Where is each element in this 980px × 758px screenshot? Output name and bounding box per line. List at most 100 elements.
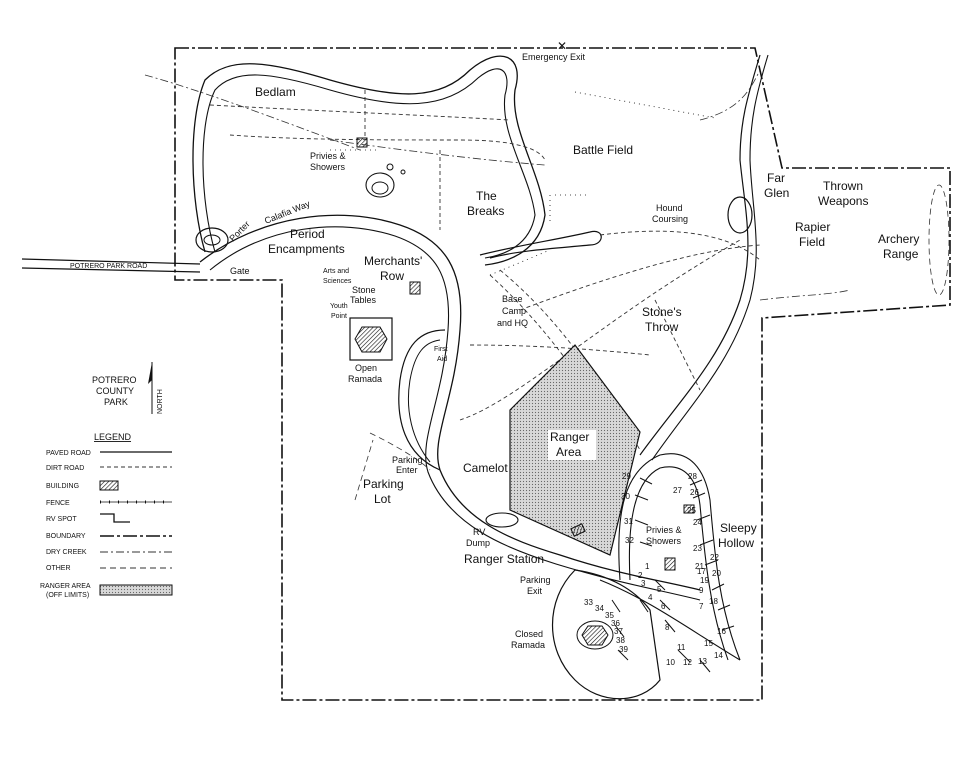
rv-spot-37: 37 bbox=[614, 627, 623, 636]
open-ramada bbox=[349, 317, 393, 361]
area-parking-2: Lot bbox=[374, 492, 391, 506]
rv-spot-4: 4 bbox=[648, 593, 653, 602]
label-youth-1: Youth bbox=[330, 303, 348, 310]
legend-building: BUILDING bbox=[46, 483, 79, 490]
rv-spot-31: 31 bbox=[624, 517, 633, 526]
legend-title: LEGEND bbox=[94, 432, 132, 442]
sleepy-building bbox=[683, 504, 695, 514]
area-sleepy-2: Hollow bbox=[718, 536, 754, 550]
area-sleepy-1: Sleepy bbox=[720, 521, 757, 535]
legend-other: OTHER bbox=[46, 565, 71, 572]
rv-spot-12: 12 bbox=[683, 658, 692, 667]
rv-spot-8: 8 bbox=[665, 623, 670, 632]
rv-spot-20: 20 bbox=[712, 569, 721, 578]
rv-spot-7: 7 bbox=[699, 602, 704, 611]
area-ranger-2: Area bbox=[556, 445, 582, 459]
rv-spot-13: 13 bbox=[698, 657, 707, 666]
area-period-1: Period bbox=[290, 227, 325, 241]
rv-spot-36: 36 bbox=[611, 619, 620, 628]
area-bedlam: Bedlam bbox=[255, 85, 296, 99]
area-ranger-1: Ranger bbox=[550, 430, 589, 444]
area-parking-1: Parking bbox=[363, 477, 404, 491]
label-privies-1: Privies & bbox=[310, 151, 346, 161]
rv-spot-35: 35 bbox=[605, 611, 614, 620]
label-rv-dump-1: RV bbox=[473, 527, 485, 537]
area-breaks-2: Breaks bbox=[467, 204, 504, 218]
label-youth-2: Point bbox=[331, 313, 347, 320]
rv-spot-39: 39 bbox=[619, 645, 628, 654]
north-access-road bbox=[639, 54, 761, 456]
fences bbox=[330, 91, 716, 276]
rv-spot-26: 26 bbox=[690, 488, 699, 497]
calafia-way bbox=[199, 214, 701, 591]
area-archery-2: Range bbox=[883, 247, 919, 261]
label-parking-enter-1: Parking bbox=[392, 455, 423, 465]
rv-spot-2: 2 bbox=[638, 571, 643, 580]
area-breaks-1: The bbox=[476, 189, 497, 203]
rv-spot-17: 17 bbox=[697, 567, 706, 576]
area-far-glen-2: Glen bbox=[764, 186, 789, 200]
rv-spot-24: 24 bbox=[693, 518, 702, 527]
area-rapier-1: Rapier bbox=[795, 220, 830, 234]
rv-spot-28: 28 bbox=[688, 472, 697, 481]
area-stones-2: Throw bbox=[645, 320, 679, 334]
dirt-roads bbox=[209, 90, 761, 456]
rv-spot-marks bbox=[611, 477, 735, 673]
label-closed-ramada-2: Ramada bbox=[511, 640, 545, 650]
rv-spot-14: 14 bbox=[714, 651, 723, 660]
north-arrow-icon bbox=[148, 362, 153, 414]
label-first-aid-2: Aid bbox=[437, 356, 447, 363]
potrero-park-road bbox=[21, 258, 201, 273]
legend-fence: FENCE bbox=[46, 500, 70, 507]
label-open-ramada-1: Open bbox=[355, 363, 377, 373]
closed-ramada bbox=[581, 625, 609, 646]
area-far-glen-1: Far bbox=[767, 171, 785, 185]
north-label: NORTH bbox=[157, 389, 164, 414]
label-parking-exit-2: Exit bbox=[527, 586, 543, 596]
rv-spot-6: 6 bbox=[661, 602, 666, 611]
label-privies-2: Showers bbox=[310, 162, 346, 172]
park-name-1: POTRERO bbox=[92, 375, 137, 385]
other-lines bbox=[354, 184, 950, 501]
rv-spot-10: 10 bbox=[666, 658, 675, 667]
rv-spot-11: 11 bbox=[677, 643, 686, 652]
legend-ranger-2: (OFF LIMITS) bbox=[46, 592, 89, 599]
legend-rv-spot: RV SPOT bbox=[46, 516, 77, 523]
label-rv-dump-2: Dump bbox=[466, 538, 490, 548]
area-rapier-2: Field bbox=[799, 235, 825, 249]
privies-building-south bbox=[664, 557, 676, 571]
label-porter: Porter bbox=[227, 219, 251, 243]
area-archery-1: Archery bbox=[878, 232, 919, 246]
area-ranger-station: Ranger Station bbox=[464, 552, 544, 566]
label-arts-1: Arts and bbox=[323, 268, 349, 275]
rv-spot-23: 23 bbox=[693, 544, 702, 553]
label-hound-1: Hound bbox=[656, 203, 683, 213]
rv-spot-9: 9 bbox=[699, 586, 704, 595]
rv-spot-25: 25 bbox=[687, 506, 696, 515]
sleepy-hollow-roads bbox=[599, 453, 741, 661]
label-hound-2: Coursing bbox=[652, 214, 688, 224]
label-calafia-way: Calafia Way bbox=[263, 198, 312, 226]
label-parking-enter-2: Enter bbox=[396, 465, 418, 475]
label-stone-tables-2: Tables bbox=[350, 295, 377, 305]
legend-boundary: BOUNDARY bbox=[46, 533, 86, 540]
area-thrown-1: Thrown bbox=[823, 179, 863, 193]
rv-spot-30: 30 bbox=[621, 492, 630, 501]
rv-spot-21: 21 bbox=[695, 562, 704, 571]
label-gate: Gate bbox=[230, 266, 250, 276]
park-boundary bbox=[174, 47, 951, 701]
rv-spot-34: 34 bbox=[595, 604, 604, 613]
legend-paved: PAVED ROAD bbox=[46, 450, 91, 457]
rv-spot-32: 32 bbox=[625, 536, 634, 545]
label-open-ramada-2: Ramada bbox=[348, 374, 382, 384]
rv-spot-16: 16 bbox=[717, 627, 726, 636]
area-battle-field: Battle Field bbox=[573, 143, 633, 157]
rv-spot-5: 5 bbox=[657, 585, 662, 594]
area-thrown-2: Weapons bbox=[818, 194, 868, 208]
arts-building bbox=[409, 281, 421, 295]
dry-creeks bbox=[144, 69, 851, 301]
legend-ranger-1: RANGER AREA bbox=[40, 583, 91, 590]
rv-spot-19: 19 bbox=[700, 576, 709, 585]
